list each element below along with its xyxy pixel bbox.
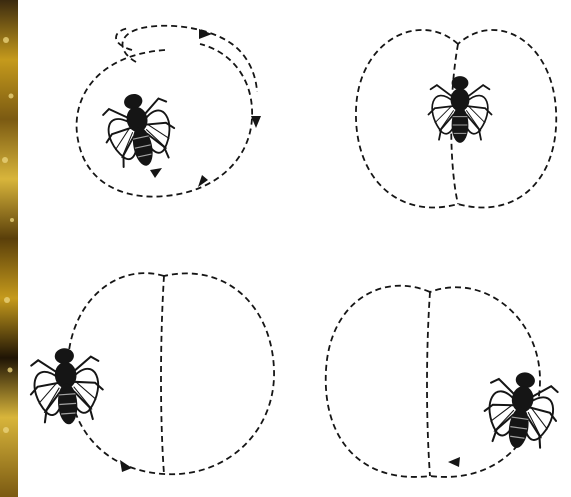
fly-1 [98,87,181,173]
panel-1-direction-arrows [150,29,261,187]
panel-3-flight-path [68,273,274,474]
fly-3 [28,346,105,427]
panel-4-direction-arrow [448,457,460,467]
fly-2 [429,76,492,143]
fly-4 [480,367,562,452]
panel-3-direction-arrow [120,460,132,472]
panel-1-flight-path [77,26,257,197]
panel-4-flight-path [326,286,540,477]
